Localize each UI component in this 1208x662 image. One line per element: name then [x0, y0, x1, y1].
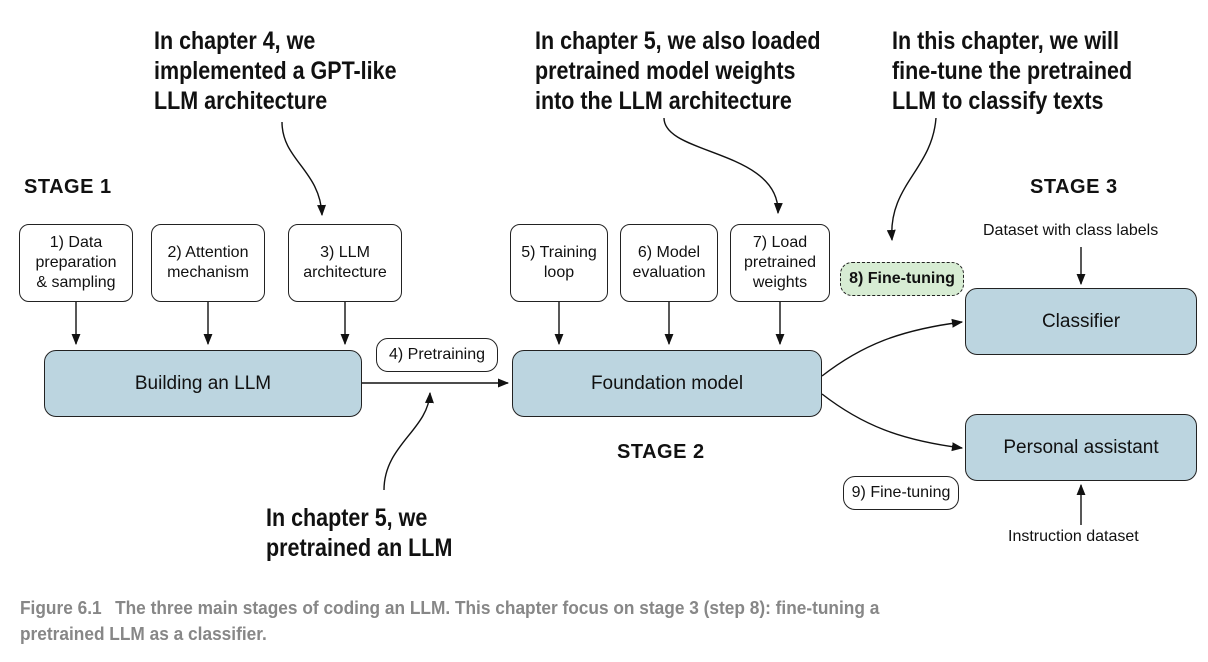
- arrow-to-classifier: [821, 318, 964, 377]
- instruction-dataset-label: Instruction dataset: [1008, 528, 1139, 545]
- annotation-chapter4: In chapter 4, we implemented a GPT-like …: [154, 26, 397, 116]
- stage1-label: STAGE 1: [24, 176, 112, 198]
- step2-box: 2) Attention mechanism: [151, 224, 265, 302]
- step4-pill: 4) Pretraining: [376, 338, 498, 372]
- annotation-line: In this chapter, we will: [892, 27, 1119, 55]
- personal-assistant-block: Personal assistant: [965, 414, 1197, 481]
- annotation-line: In chapter 5, we also loaded: [535, 27, 821, 55]
- step5-box: 5) Training loop: [510, 224, 608, 302]
- class-labels-dataset-label: Dataset with class labels: [983, 222, 1159, 239]
- annotation-line: In chapter 4, we: [154, 27, 316, 55]
- caption-line1: The three main stages of coding an LLM. …: [115, 598, 880, 618]
- annotation-this-chapter: In this chapter, we will fine-tune the p…: [892, 26, 1132, 116]
- chapter5-loaded-pointer: [663, 117, 783, 215]
- chapter4-pointer: [281, 121, 327, 217]
- arrow-to-assistant: [821, 393, 964, 452]
- caption-line2: pretrained LLM as a classifier.: [20, 624, 267, 644]
- caption-label: Figure 6.1: [20, 598, 102, 618]
- this-chapter-pointer: [886, 117, 937, 242]
- annotation-chapter5-pretrained: In chapter 5, we pretrained an LLM: [266, 503, 452, 563]
- annotation-line: fine-tune the pretrained: [892, 57, 1133, 85]
- building-llm-block: Building an LLM: [44, 350, 362, 417]
- foundation-model-block: Foundation model: [512, 350, 822, 417]
- figure-caption: Figure 6.1 The three main stages of codin…: [20, 595, 879, 647]
- step8-pill: 8) Fine-tuning: [840, 262, 964, 296]
- chapter5-pretrained-pointer: [383, 391, 434, 491]
- step7-box: 7) Load pretrained weights: [730, 224, 830, 302]
- annotation-line: In chapter 5, we: [266, 504, 428, 532]
- annotation-line: pretrained model weights: [535, 57, 796, 85]
- stage2-label: STAGE 2: [617, 441, 705, 463]
- classifier-block: Classifier: [965, 288, 1197, 355]
- annotation-line: into the LLM architecture: [535, 87, 792, 115]
- annotation-line: pretrained an LLM: [266, 534, 453, 562]
- stage3-label: STAGE 3: [1030, 176, 1118, 198]
- step1-box: 1) Data preparation & sampling: [19, 224, 133, 302]
- annotation-line: implemented a GPT-like: [154, 57, 397, 85]
- annotation-line: LLM to classify texts: [892, 87, 1104, 115]
- annotation-chapter5-loaded: In chapter 5, we also loaded pretrained …: [535, 26, 821, 116]
- step6-box: 6) Model evaluation: [620, 224, 718, 302]
- step3-box: 3) LLM architecture: [288, 224, 402, 302]
- annotation-line: LLM architecture: [154, 87, 328, 115]
- step9-pill: 9) Fine-tuning: [843, 476, 959, 510]
